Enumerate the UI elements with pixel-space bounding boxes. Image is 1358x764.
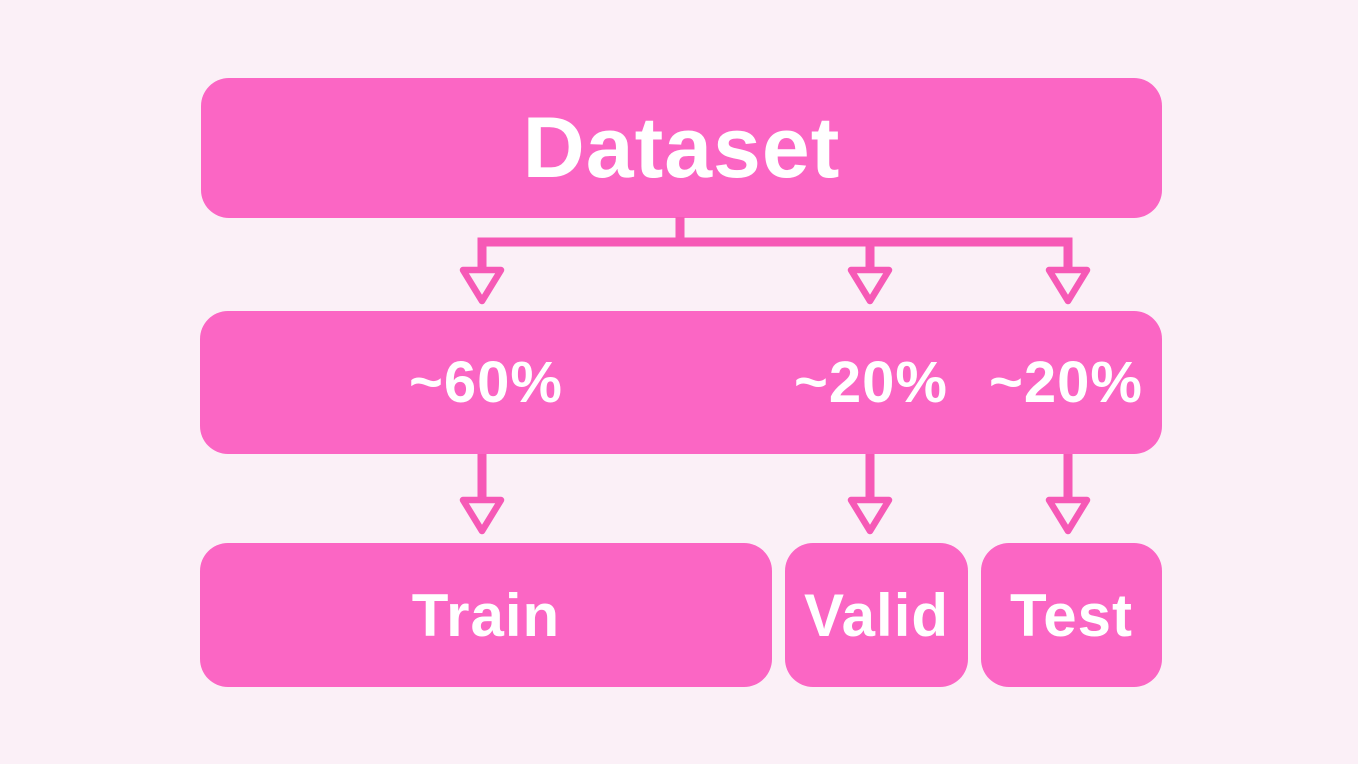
split-segment-test: ~20% — [970, 311, 1162, 454]
test-node-label: Test — [1010, 581, 1133, 649]
split-segment-train-label: ~60% — [409, 350, 563, 415]
dataset-node: Dataset — [201, 78, 1162, 218]
level2-arrowheads — [459, 496, 1091, 535]
split-segment-valid: ~20% — [772, 311, 970, 454]
valid-node: Valid — [785, 543, 968, 687]
arrow-down-icon — [459, 266, 505, 305]
split-proportion-bar: ~60% ~20% ~20% — [200, 311, 1162, 454]
split-segment-test-label: ~20% — [989, 350, 1143, 415]
arrow-down-icon — [459, 496, 505, 535]
test-node: Test — [981, 543, 1162, 687]
train-node: Train — [200, 543, 772, 687]
train-node-label: Train — [411, 581, 561, 649]
level2-connectors — [477, 453, 1073, 501]
split-segment-valid-label: ~20% — [794, 350, 948, 415]
arrow-down-icon — [1045, 496, 1091, 535]
arrow-down-icon — [847, 496, 893, 535]
dataset-node-label: Dataset — [522, 99, 841, 196]
valid-node-label: Valid — [803, 581, 950, 649]
level1-arrowheads — [459, 266, 1091, 305]
level1-connectors — [477, 217, 1073, 271]
split-segment-train: ~60% — [200, 311, 772, 454]
arrow-down-icon — [847, 266, 893, 305]
arrow-down-icon — [1045, 266, 1091, 305]
